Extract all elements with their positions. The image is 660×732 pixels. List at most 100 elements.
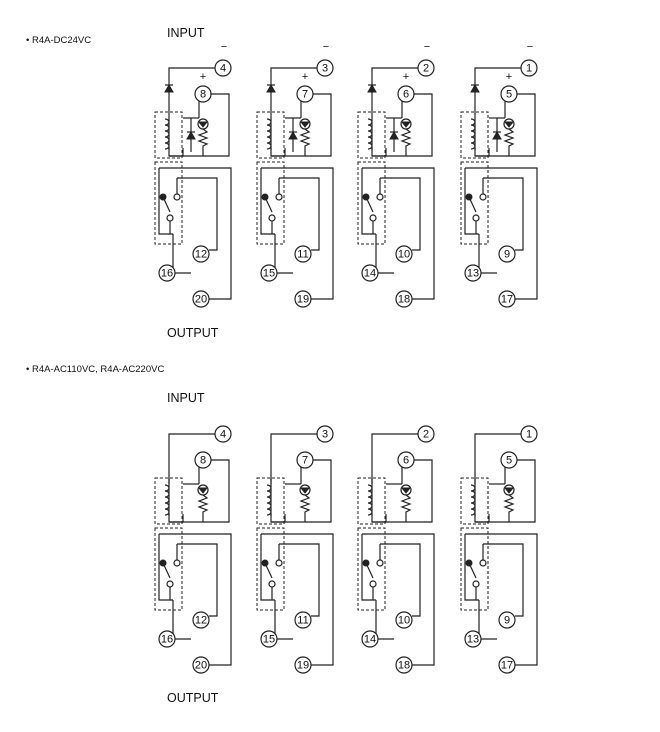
neg-wire — [371, 67, 418, 112]
terminal-neg-number: 1 — [526, 429, 532, 441]
terminal-com-circle — [260, 630, 278, 648]
terminal-com-circle — [158, 264, 176, 282]
terminal-com-number: 16 — [161, 268, 173, 280]
terminal-pos-number: 8 — [200, 455, 206, 467]
nc-wire — [465, 167, 538, 300]
coil-bottom-wire — [475, 514, 490, 523]
terminal-no-number: 12 — [195, 615, 207, 627]
terminal-pos-number: 6 — [403, 455, 409, 467]
terminal-nc-number: 20 — [195, 294, 207, 306]
contact-enclosure — [357, 527, 386, 611]
input-label-ac: INPUT — [167, 391, 205, 405]
coil-enclosure — [357, 111, 386, 159]
nc-wire — [261, 533, 334, 666]
com-wire — [274, 600, 293, 640]
nc-wire — [465, 533, 538, 666]
no-wire — [380, 177, 421, 251]
nc-contact — [472, 214, 480, 222]
section-caption-ac: • R4A-AC110VC, R4A-AC220VC — [26, 364, 164, 375]
no-contact — [376, 559, 384, 567]
terminal-com-number: 14 — [364, 634, 376, 646]
terminal-pos-number: 6 — [403, 89, 409, 101]
no-contact — [275, 193, 283, 201]
no-wire — [279, 543, 320, 617]
contact-enclosure — [460, 161, 489, 245]
led-arrow — [400, 121, 412, 128]
contact-enclosure — [256, 161, 285, 245]
neg-wire — [168, 433, 215, 478]
nc-wire — [159, 167, 232, 300]
terminal-no-number: 11 — [297, 615, 308, 627]
resistor-icon — [299, 128, 311, 156]
frame-left — [361, 534, 376, 601]
terminal-nc-circle — [294, 656, 312, 674]
terminal-neg-circle — [520, 425, 538, 443]
terminal-pos-number: 5 — [506, 455, 512, 467]
terminal-nc-circle — [498, 656, 516, 674]
neg-wire — [270, 433, 317, 478]
terminal-pos-circle — [194, 85, 212, 103]
no-wire — [483, 177, 524, 251]
no-contact — [173, 559, 181, 567]
terminal-neg-number: 3 — [322, 429, 328, 441]
coil-enclosure — [154, 111, 183, 159]
coil-enclosure — [357, 477, 386, 525]
coil-bottom-wire — [475, 148, 490, 157]
no-wire — [483, 543, 524, 617]
coil-enclosure — [460, 477, 489, 525]
terminal-nc-circle — [192, 290, 210, 308]
coil-bottom-wire — [271, 514, 286, 523]
terminal-pos-circle — [296, 85, 314, 103]
neg-wire — [168, 67, 215, 112]
pos-return-wire — [371, 459, 433, 523]
terminal-pos-number: 8 — [200, 89, 206, 101]
coil-bottom-wire — [169, 514, 184, 523]
flyback-diode — [186, 130, 196, 140]
com-wire — [478, 234, 497, 274]
frame-left — [361, 168, 376, 235]
no-wire — [279, 177, 320, 251]
terminal-com-number: 14 — [364, 268, 376, 280]
output-label-dc: OUTPUT — [167, 326, 219, 340]
terminal-neg-circle — [316, 425, 334, 443]
armature — [468, 562, 477, 579]
terminal-no-number: 10 — [398, 249, 410, 261]
com-wire — [478, 600, 497, 640]
plus-sign: + — [506, 71, 512, 83]
terminal-com-number: 13 — [467, 268, 479, 280]
terminal-no-circle — [498, 611, 516, 629]
resistor-icon — [400, 494, 412, 522]
terminal-neg-circle — [417, 59, 435, 77]
terminal-no-number: 12 — [195, 249, 207, 261]
terminal-com-number: 15 — [263, 634, 275, 646]
com-wire — [375, 234, 394, 274]
led-arrow — [503, 121, 515, 128]
frame-left — [464, 168, 479, 235]
no-wire — [380, 543, 421, 617]
input-diode — [470, 83, 480, 93]
input-diode — [367, 83, 377, 93]
input-diode — [164, 83, 174, 93]
terminal-neg-circle — [520, 59, 538, 77]
armature — [264, 196, 273, 213]
terminal-neg-circle — [214, 425, 232, 443]
resistor-icon — [197, 128, 209, 156]
nc-contact — [166, 214, 174, 222]
no-contact — [376, 193, 384, 201]
resistor-icon — [197, 494, 209, 522]
led-arrow — [299, 121, 311, 128]
com-wire — [172, 600, 191, 640]
output-label-ac: OUTPUT — [167, 691, 219, 705]
no-contact — [275, 559, 283, 567]
led-arrow — [503, 487, 515, 494]
frame-left — [158, 534, 173, 601]
armature — [365, 562, 374, 579]
nc-wire — [362, 533, 435, 666]
minus-sign: − — [527, 41, 533, 53]
frame-left — [464, 534, 479, 601]
contact-enclosure — [460, 527, 489, 611]
